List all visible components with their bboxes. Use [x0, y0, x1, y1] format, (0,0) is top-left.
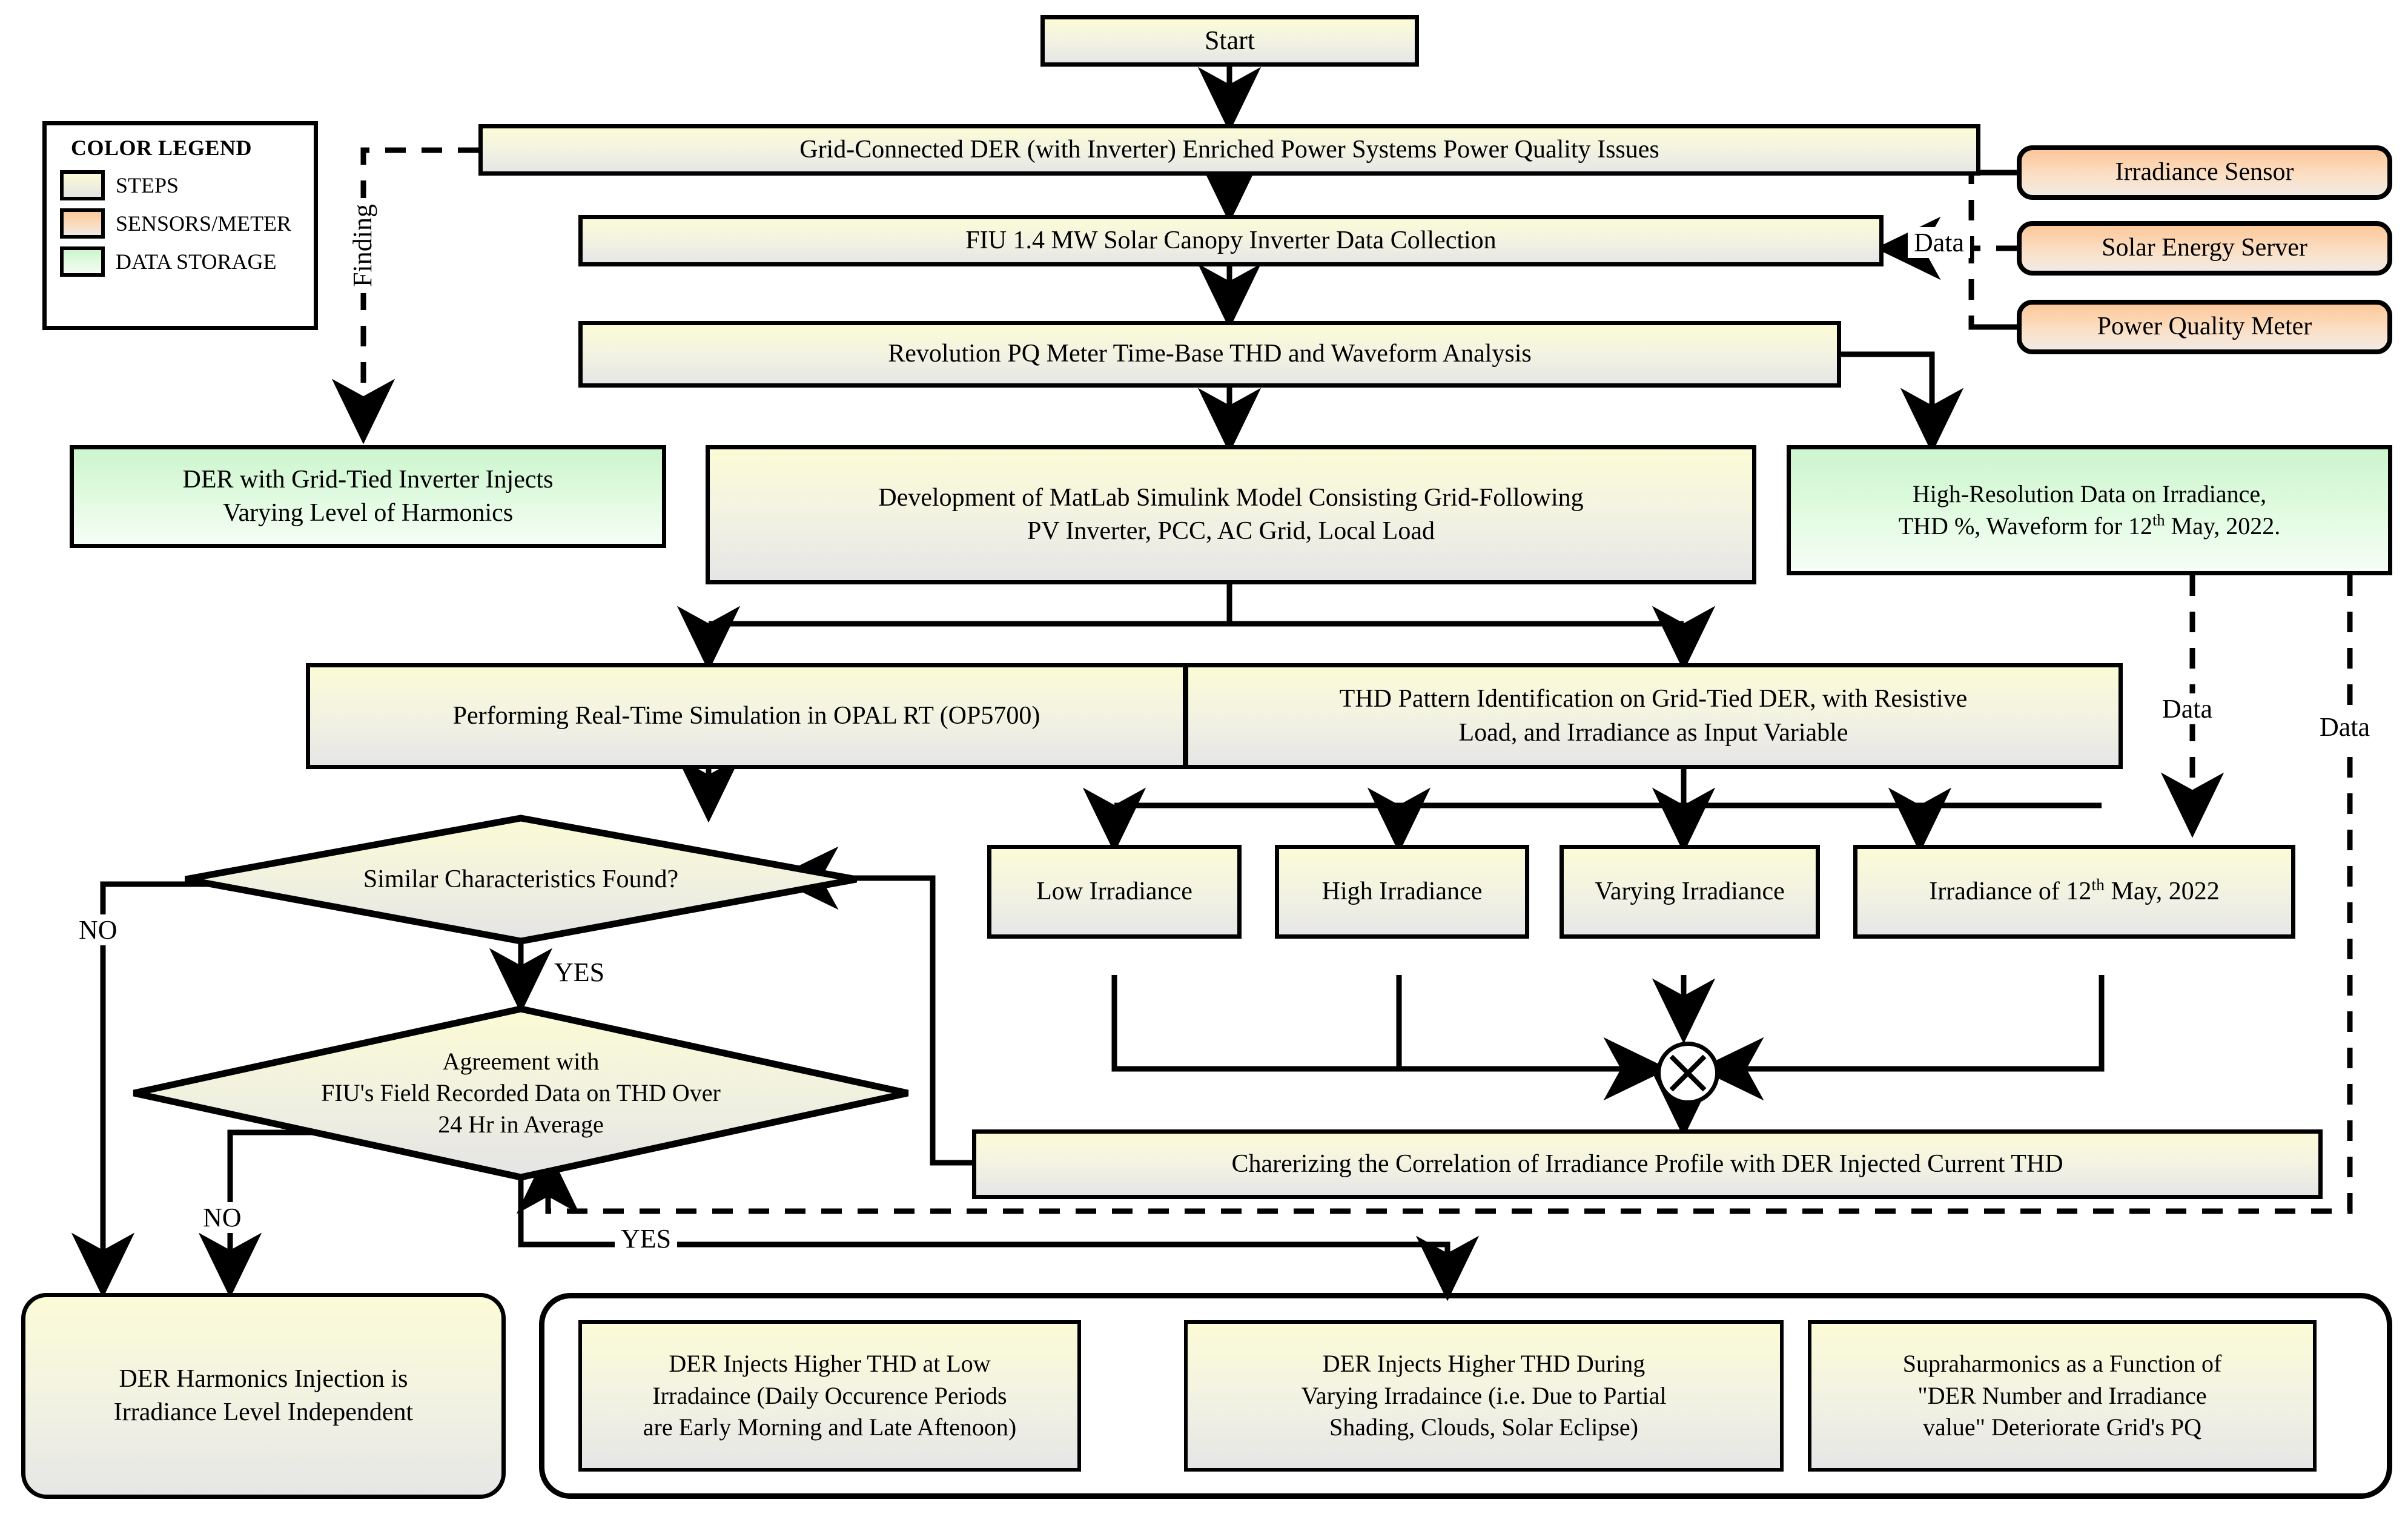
- highres-line-2: THD %, Waveform for 12th May, 2022.: [1899, 511, 2281, 543]
- legend-swatch-steps: [60, 170, 105, 200]
- node-simulink-model[interactable]: Development of MatLab Simulink Model Con…: [706, 445, 1756, 584]
- simulink-line-2: PV Inverter, PCC, AC Grid, Local Load: [1027, 517, 1435, 545]
- legend-row-sensors: SENSORS/METER: [60, 208, 304, 239]
- legend-swatch-sensors: [60, 208, 105, 239]
- edge-label-yes-similar: YES: [548, 957, 611, 988]
- decision-agreement-label: Agreement with FIU's Field Recorded Data…: [130, 1005, 911, 1181]
- thdpattern-line-2: Load, and Irradiance as Input Variable: [1458, 718, 1848, 747]
- edge-label-finding: Finding: [346, 198, 378, 293]
- node-data-collection[interactable]: FIU 1.4 MW Solar Canopy Inverter Data Co…: [578, 215, 1884, 266]
- edge-label-data-inner: Data: [2156, 693, 2219, 724]
- simulink-line-1: Development of MatLab Simulink Model Con…: [878, 483, 1584, 512]
- legend-label-sensors: SENSORS/METER: [116, 211, 292, 236]
- agreement-line-3: 24 Hr in Average: [438, 1111, 604, 1138]
- highres-line-1: High-Resolution Data on Irradiance,: [1912, 480, 2267, 507]
- result-low-line-2: Irradaince (Daily Occurence Periods: [652, 1381, 1007, 1409]
- node-finding-harmonics[interactable]: DER with Grid-Tied Inverter Injects Vary…: [70, 445, 666, 548]
- node-irradiance-sensor[interactable]: Irradiance Sensor: [2017, 145, 2392, 200]
- node-solar-energy-server[interactable]: Solar Energy Server: [2017, 221, 2392, 276]
- node-result-varying-irradiance[interactable]: DER Injects Higher THD During Varying Ir…: [1184, 1320, 1784, 1472]
- node-result-independent[interactable]: DER Harmonics Injection is Irradiance Le…: [21, 1293, 506, 1499]
- color-legend: COLOR LEGEND STEPS SENSORS/METER DATA ST…: [42, 121, 318, 330]
- legend-title: COLOR LEGEND: [71, 136, 253, 160]
- node-varying-irradiance[interactable]: Varying Irradiance: [1560, 845, 1820, 939]
- node-pq-meter-analysis[interactable]: Revolution PQ Meter Time-Base THD and Wa…: [578, 321, 1841, 388]
- highres-line-2-a: THD %, Waveform for 12: [1898, 512, 2152, 540]
- results-group-container: [539, 1293, 2392, 1499]
- node-thd-pattern-identification[interactable]: THD Pattern Identification on Grid-Tied …: [1184, 663, 2123, 769]
- result-vary-line-1: DER Injects Higher THD During: [1322, 1349, 1646, 1377]
- result-vary-line-3: Shading, Clouds, Solar Eclipse): [1329, 1413, 1638, 1441]
- highres-ordinal-suffix: th: [2152, 511, 2165, 529]
- decision-similar-label: Similar Characteristics Found?: [363, 865, 679, 894]
- edge-label-data-sensors: Data: [1908, 227, 1971, 258]
- node-result-low-irradiance[interactable]: DER Injects Higher THD at Low Irradaince…: [578, 1320, 1081, 1472]
- may-irr-ordinal-suffix: th: [2091, 874, 2105, 894]
- result-supra-line-2: "DER Number and Irradiance: [1917, 1381, 2207, 1409]
- result-supra-line-1: Supraharmonics as a Function of: [1902, 1349, 2222, 1377]
- edge-label-yes-agreement: YES: [615, 1223, 678, 1254]
- legend-swatch-storage: [60, 246, 105, 277]
- independent-line-2: Irradiance Level Independent: [113, 1398, 414, 1426]
- legend-row-storage: DATA STORAGE: [60, 246, 304, 277]
- node-start[interactable]: Start: [1040, 15, 1419, 67]
- node-high-resolution-data[interactable]: High-Resolution Data on Irradiance, THD …: [1787, 445, 2392, 575]
- node-problem-statement[interactable]: Grid-Connected DER (with Inverter) Enric…: [478, 124, 1980, 176]
- decision-agreement-field-data[interactable]: Agreement with FIU's Field Recorded Data…: [130, 1005, 911, 1181]
- thdpattern-line-1: THD Pattern Identification on Grid-Tied …: [1339, 685, 1968, 713]
- legend-label-steps: STEPS: [116, 173, 179, 197]
- finding-line-1: DER with Grid-Tied Inverter Injects: [182, 465, 554, 494]
- node-high-irradiance[interactable]: High Irradiance: [1275, 845, 1529, 939]
- node-low-irradiance[interactable]: Low Irradiance: [987, 845, 1242, 939]
- may-irr-label: Irradiance of 12th May, 2022: [1929, 875, 2220, 908]
- decision-similar-characteristics[interactable]: Similar Characteristics Found?: [182, 815, 860, 945]
- legend-label-storage: DATA STORAGE: [116, 250, 277, 274]
- decision-agreement-shape: [133, 1005, 909, 1181]
- xor-gate-icon: [1656, 1042, 1719, 1105]
- agreement-line-1: Agreement with: [442, 1048, 600, 1075]
- highres-line-2-b: May, 2022.: [2165, 512, 2281, 540]
- independent-line-1: DER Harmonics Injection is: [119, 1364, 408, 1393]
- result-low-line-1: DER Injects Higher THD at Low: [669, 1349, 991, 1377]
- edge-label-no-agreement: NO: [197, 1202, 248, 1233]
- edge-label-no-similar: NO: [73, 914, 124, 945]
- node-irradiance-may-2022[interactable]: Irradiance of 12th May, 2022: [1853, 845, 2295, 939]
- legend-row-steps: STEPS: [60, 170, 304, 200]
- result-low-line-3: are Early Morning and Late Aftenoon): [643, 1413, 1017, 1441]
- may-irr-a: Irradiance of 12: [1929, 877, 2092, 905]
- result-vary-line-2: Varying Irradaince (i.e. Due to Partial: [1301, 1381, 1667, 1409]
- node-opal-rt-simulation[interactable]: Performing Real-Time Simulation in OPAL …: [306, 663, 1187, 769]
- decision-similar-shape: [185, 815, 857, 945]
- finding-line-2: Varying Level of Harmonics: [222, 499, 514, 527]
- node-correlation-characterization[interactable]: Charerizing the Correlation of Irradianc…: [972, 1129, 2323, 1199]
- edge-label-data-outer: Data: [2314, 712, 2377, 742]
- may-irr-b: May, 2022: [2104, 877, 2220, 905]
- result-supra-line-3: value" Deteriorate Grid's PQ: [1922, 1413, 2202, 1441]
- node-power-quality-meter[interactable]: Power Quality Meter: [2017, 300, 2392, 354]
- agreement-line-2: FIU's Field Recorded Data on THD Over: [321, 1079, 721, 1106]
- node-result-supraharmonics[interactable]: Supraharmonics as a Function of "DER Num…: [1808, 1320, 2317, 1472]
